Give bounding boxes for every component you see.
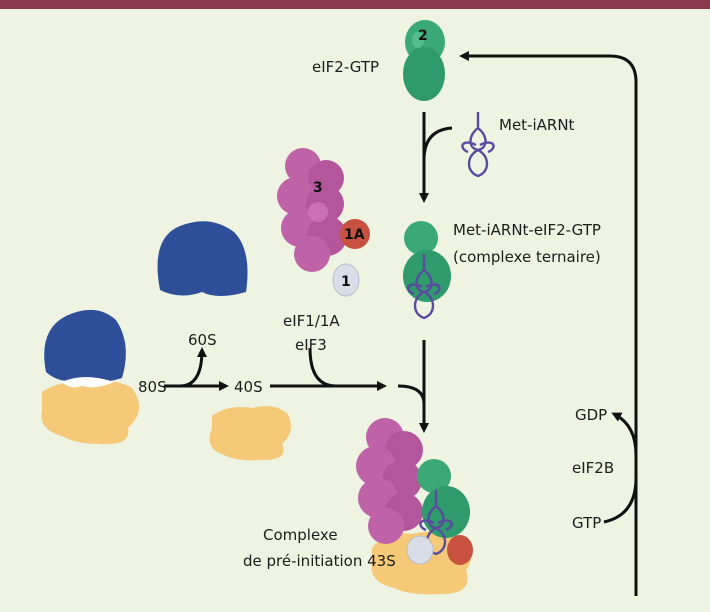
merge-arrow: [397, 384, 426, 405]
complex-43s-label-2: de pré-initiation 43S: [243, 552, 396, 570]
eif1-1a-label: eIF1/1A: [283, 312, 340, 330]
gtp-entry-arrow: [603, 477, 638, 524]
eif1a-factor: 1A: [340, 219, 370, 249]
eif2-gtp-factor: 2: [403, 20, 445, 101]
eif1-factor: 1: [332, 263, 360, 297]
subunit-40s-free: [209, 406, 291, 461]
eif2-gtp-label: eIF2-GTP: [312, 58, 379, 76]
trna-join-arrow: [422, 126, 453, 161]
factor-join-arrow: [308, 347, 337, 388]
met-iarnt-label: Met-iARNt: [499, 116, 575, 134]
label-60s: 60S: [188, 331, 217, 349]
eif1-number: 1: [341, 274, 351, 290]
subunit-60s-free: [157, 221, 248, 296]
ribosome-80s: [41, 309, 140, 445]
ternary-complex: [403, 221, 451, 320]
eif1a-number: 1A: [344, 227, 365, 243]
label-40s: 40S: [234, 378, 263, 396]
gtp-label: GTP: [572, 514, 601, 532]
eif2-number: 2: [418, 28, 428, 44]
label-80s: 80S: [138, 378, 167, 396]
top-accent-bar: [0, 0, 710, 9]
eif3-label: eIF3: [295, 336, 327, 354]
ternary-complex-label-2: (complexe ternaire): [453, 248, 601, 266]
complex-43s-label-1: Complexe: [263, 526, 338, 544]
gdp-label: GDP: [575, 406, 607, 424]
met-trna-icon: [461, 110, 495, 178]
recycle-arrow: [459, 51, 638, 596]
release-60s-arrow: [179, 347, 207, 388]
eif3-number: 3: [313, 180, 323, 196]
ternary-complex-label-1: Met-iARNt-eIF2-GTP: [453, 221, 601, 239]
eif3-cluster: 3: [277, 148, 347, 272]
gdp-exit-arrow: [611, 412, 638, 456]
eif2b-label: eIF2B: [572, 459, 614, 477]
preinitiation-complex-43s: [356, 418, 473, 595]
